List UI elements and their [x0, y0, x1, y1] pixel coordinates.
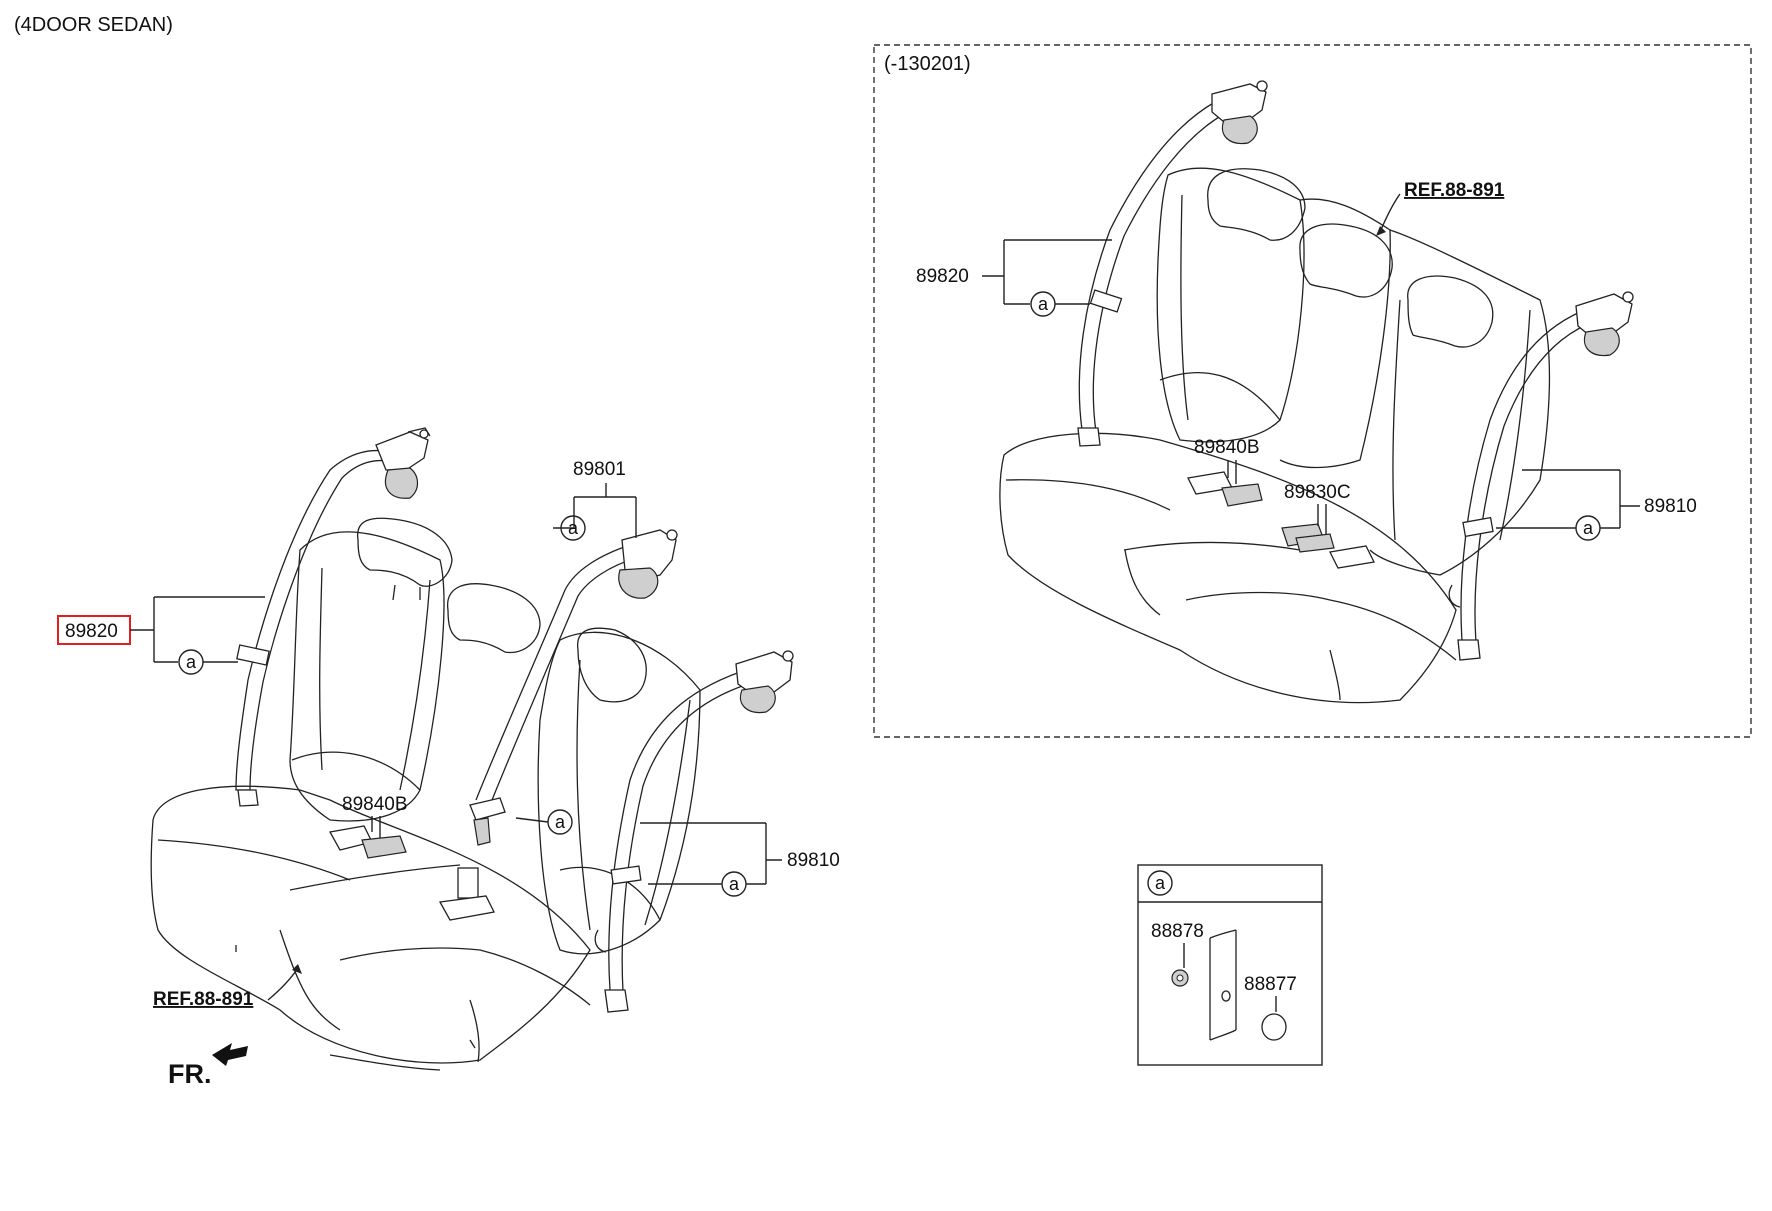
label-89801-main: 89801 — [573, 459, 626, 480]
inset-seat-assembly — [999, 167, 1551, 704]
label-89820-inset: 89820 — [916, 266, 969, 287]
ref-label-main: REF.88-891 — [153, 989, 254, 1010]
label-89820-main: 89820 — [65, 621, 118, 642]
buckle-89840b-inset[interactable] — [1187, 471, 1263, 507]
front-direction-indicator: FR. — [168, 1043, 248, 1089]
circle-marker-main-right: a — [729, 874, 740, 894]
circle-marker-main-center-low: a — [555, 812, 566, 832]
seat-belt-89810-inset[interactable] — [1448, 291, 1634, 661]
inset-frame — [873, 44, 1752, 738]
diagram-title: (4DOOR SEDAN) — [14, 14, 173, 36]
circle-marker-inset-right: a — [1583, 518, 1594, 538]
callout-89810-main[interactable]: 89810 a a — [515, 809, 840, 897]
label-89810-main: 89810 — [787, 850, 840, 871]
detail-a-marker-label: a — [1155, 873, 1166, 893]
main-seat-assembly — [150, 517, 701, 1071]
label-88878: 88878 — [1151, 921, 1204, 942]
callout-89810-inset[interactable]: 89810 a — [1496, 469, 1697, 541]
detail-a-box: a 88878 88877 — [1137, 864, 1323, 1066]
callout-89820-inset[interactable]: 89820 a — [916, 239, 1112, 317]
ref-link-main[interactable]: REF.88-891 — [153, 964, 302, 1010]
ref-link-inset[interactable]: REF.88-891 — [1376, 180, 1505, 236]
callout-89820-main[interactable]: 89820 a — [57, 596, 265, 675]
label-88877: 88877 — [1244, 974, 1297, 995]
callout-89830c-inset[interactable]: 89830C — [1284, 482, 1351, 534]
ref-label-inset: REF.88-891 — [1404, 180, 1505, 201]
seat-belt-89820-inset[interactable] — [1077, 80, 1268, 447]
label-89810-inset: 89810 — [1644, 496, 1697, 517]
circle-marker-inset-left: a — [1038, 294, 1049, 314]
callout-89840b-inset[interactable]: 89840B — [1194, 437, 1260, 484]
seat-belt-89820-main[interactable] — [235, 427, 431, 807]
label-89840b-main: 89840B — [342, 794, 408, 815]
buckle-89840b-main[interactable] — [328, 825, 495, 921]
seat-belt-89801-main[interactable] — [457, 529, 678, 899]
front-label: FR. — [168, 1059, 212, 1089]
label-89840b-inset: 89840B — [1194, 437, 1260, 458]
callout-89801-main[interactable]: 89801 a — [553, 459, 637, 541]
circle-marker-main-center: a — [568, 518, 579, 538]
inset-variant-label: (-130201) — [884, 53, 971, 75]
label-89830c-inset: 89830C — [1284, 482, 1351, 503]
callout-89840b-main[interactable]: 89840B — [342, 794, 408, 838]
seat-belt-89810-main[interactable] — [594, 650, 794, 1013]
front-arrow-icon — [212, 1043, 248, 1066]
detail-a-marker — [1147, 870, 1173, 896]
circle-marker-main-left: a — [186, 652, 197, 672]
detail-a-frame — [1137, 864, 1323, 1066]
part-88877-cap[interactable] — [1261, 1013, 1287, 1041]
buckle-89830c-inset[interactable] — [1281, 523, 1375, 569]
